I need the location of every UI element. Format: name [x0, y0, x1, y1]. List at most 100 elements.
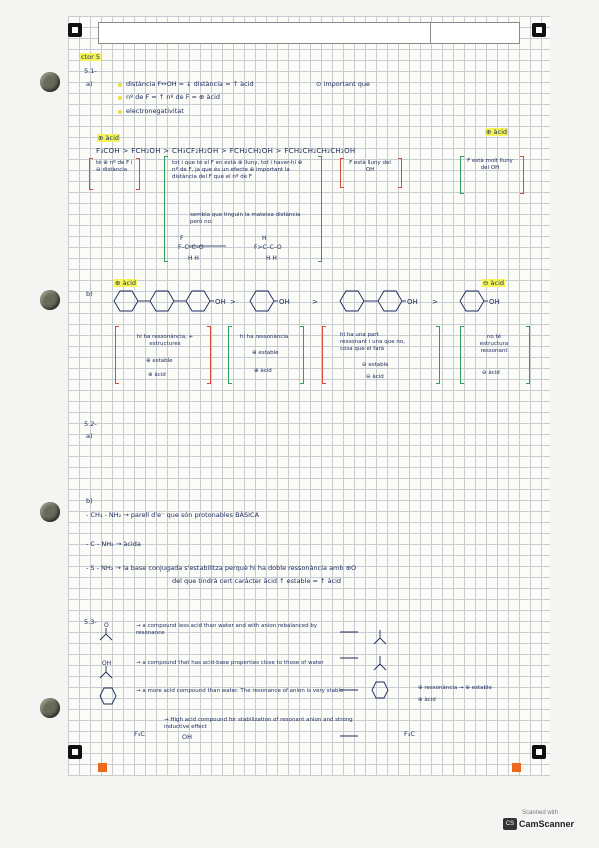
note-line: - CH₃ - NH₂ → parell d'e⁻ que són proton…: [86, 511, 260, 519]
svg-text:>: >: [312, 298, 318, 306]
note-line: ⊕ ressonància → ⊕ estable: [418, 685, 492, 691]
bracket: [322, 326, 326, 384]
less-acid-label: ⊕ àcid: [485, 128, 509, 136]
note-text: ⊕ àcid: [148, 372, 166, 378]
bullet: [118, 83, 122, 87]
right-structures-sketch: [340, 630, 389, 737]
corner-marker-icon: [68, 23, 82, 37]
note-text: té ⊕ nº de F i ⊖ distància: [96, 160, 133, 173]
note-line: electronegativitat: [126, 107, 184, 115]
note-text: ⊖ àcid: [366, 374, 384, 380]
note-line: distància F↔OH = ↓ distància = ↑ àcid: [126, 80, 254, 88]
scanned-with-text: Scanned with: [521, 810, 559, 816]
note-text: no té estructura ressonant: [479, 334, 509, 354]
bracket: [207, 326, 211, 384]
bullet: [118, 110, 122, 114]
bracket: [520, 156, 524, 194]
svg-text:F–C–C–O: F–C–C–O: [178, 244, 204, 251]
corner-marker-icon: [532, 745, 546, 759]
part-b-label: b): [86, 290, 93, 298]
part-a-label: a): [86, 432, 93, 440]
bracket: [436, 326, 440, 384]
bracket: [136, 158, 140, 190]
section-5-3-number: 5.3-: [84, 618, 97, 626]
svg-text:OH: OH: [489, 298, 500, 306]
phenol-structures: OH > OH > OH > OH: [113, 290, 500, 312]
svg-text:H H: H H: [188, 255, 199, 262]
bracket: [164, 156, 168, 262]
more-acid-label: ⊕ àcid: [97, 134, 121, 142]
svg-text:OH: OH: [102, 660, 111, 667]
svg-text:F: F: [180, 235, 184, 242]
section-5-2-number: 5.2-: [84, 420, 97, 428]
orange-marker: [512, 763, 521, 772]
note-line: ⊕ àcid: [418, 697, 436, 703]
more-acid-label: ⊕ àcid: [114, 279, 138, 287]
part-a-label: a): [86, 80, 93, 88]
bracket: [460, 326, 464, 384]
page-heading: ctor 5: [80, 53, 101, 61]
bracket: [460, 156, 464, 194]
scanner-watermark: Scanned with CS CamScanner: [503, 810, 577, 830]
svg-text:>: >: [432, 298, 438, 306]
bracket: [228, 326, 232, 384]
svg-text:H: H: [262, 235, 267, 242]
note-text: ⊕ estable: [146, 358, 173, 364]
bracket: [300, 326, 304, 384]
svg-text:H H: H H: [266, 255, 277, 262]
note-text: hi ha una part ressonant i una que no, c…: [340, 332, 405, 352]
svg-text:OH: OH: [407, 298, 418, 306]
bracket: [115, 326, 119, 384]
corner-marker-icon: [68, 745, 82, 759]
header-divider: [430, 22, 431, 44]
formula-label: F₃C: [134, 730, 145, 738]
camscanner-brand: CamScanner: [519, 819, 575, 829]
svg-text:>: >: [230, 298, 236, 306]
less-acid-label: ⊖ àcid: [482, 279, 506, 287]
note-text: sembla que tinguin la mateixa distància …: [190, 212, 301, 225]
bracket: [340, 158, 344, 188]
bracket: [526, 326, 530, 384]
part-b-label: b): [86, 497, 93, 505]
note-text: hi ha ressonància, + estructures: [136, 334, 194, 347]
note-line: → a compound less acid than water and wi…: [136, 623, 318, 636]
svg-text:OH: OH: [215, 298, 226, 306]
note-text: tot i que té el F en està ⊕ lluny, tot i…: [172, 160, 303, 180]
note-line: nº de F = ↑ nº de F = ⊕ àcid: [126, 93, 221, 101]
note-text: ⊕ estable: [252, 350, 279, 356]
note-line: → a compound that has acid-base properti…: [136, 660, 324, 666]
note-text: F està lluny del OH: [349, 160, 391, 173]
note-line: del que tindrà cert caràcter àcid ↑ esta…: [172, 577, 342, 585]
punch-hole-icon: [40, 72, 60, 92]
note-line: → a more acid compound than water. The r…: [136, 688, 344, 694]
bracket: [89, 158, 93, 190]
svg-text:O: O: [104, 622, 109, 629]
note-line: - C - NH₂ → àcida: [86, 540, 141, 548]
punch-hole-icon: [40, 502, 60, 522]
svg-text:F>C–C–O: F>C–C–O: [254, 244, 282, 251]
orange-marker: [98, 763, 107, 772]
punch-hole-icon: [40, 698, 60, 718]
formula-label: OH: [182, 733, 193, 741]
svg-text:OH: OH: [279, 298, 290, 306]
punch-hole-icon: [40, 290, 60, 310]
grid-paper: [68, 16, 550, 776]
note-line: - S - NH₂ → la base conjugada s'estabili…: [86, 564, 357, 572]
header-box: [98, 22, 520, 44]
acidity-series: F₃COH > FCH₂OH > CH₃CF₂H₂OH > FCH₂CH₂OH …: [96, 147, 356, 155]
note-line: → High acid compound for stabilization o…: [164, 717, 353, 730]
structure-sketch: F F–C–C–O H H H F>C–C–O H H: [178, 235, 282, 262]
note-text: hi ha ressonància: [240, 334, 289, 340]
note-text: ⊖ estable: [362, 362, 389, 368]
camscanner-logo-icon: CS: [503, 818, 517, 830]
section-5-1-number: 5.1-: [84, 67, 97, 75]
note-line: ⊙ important que: [316, 80, 370, 88]
bracket: [398, 158, 402, 188]
note-text: ⊖ àcid: [482, 370, 500, 376]
corner-marker-icon: [532, 23, 546, 37]
bullet: [118, 96, 122, 100]
note-text: F està molt lluny del OH: [467, 158, 513, 171]
note-text: ⊕ àcid: [254, 368, 272, 374]
bracket: [318, 156, 322, 262]
left-structures-sketch: O OH: [99, 622, 117, 705]
